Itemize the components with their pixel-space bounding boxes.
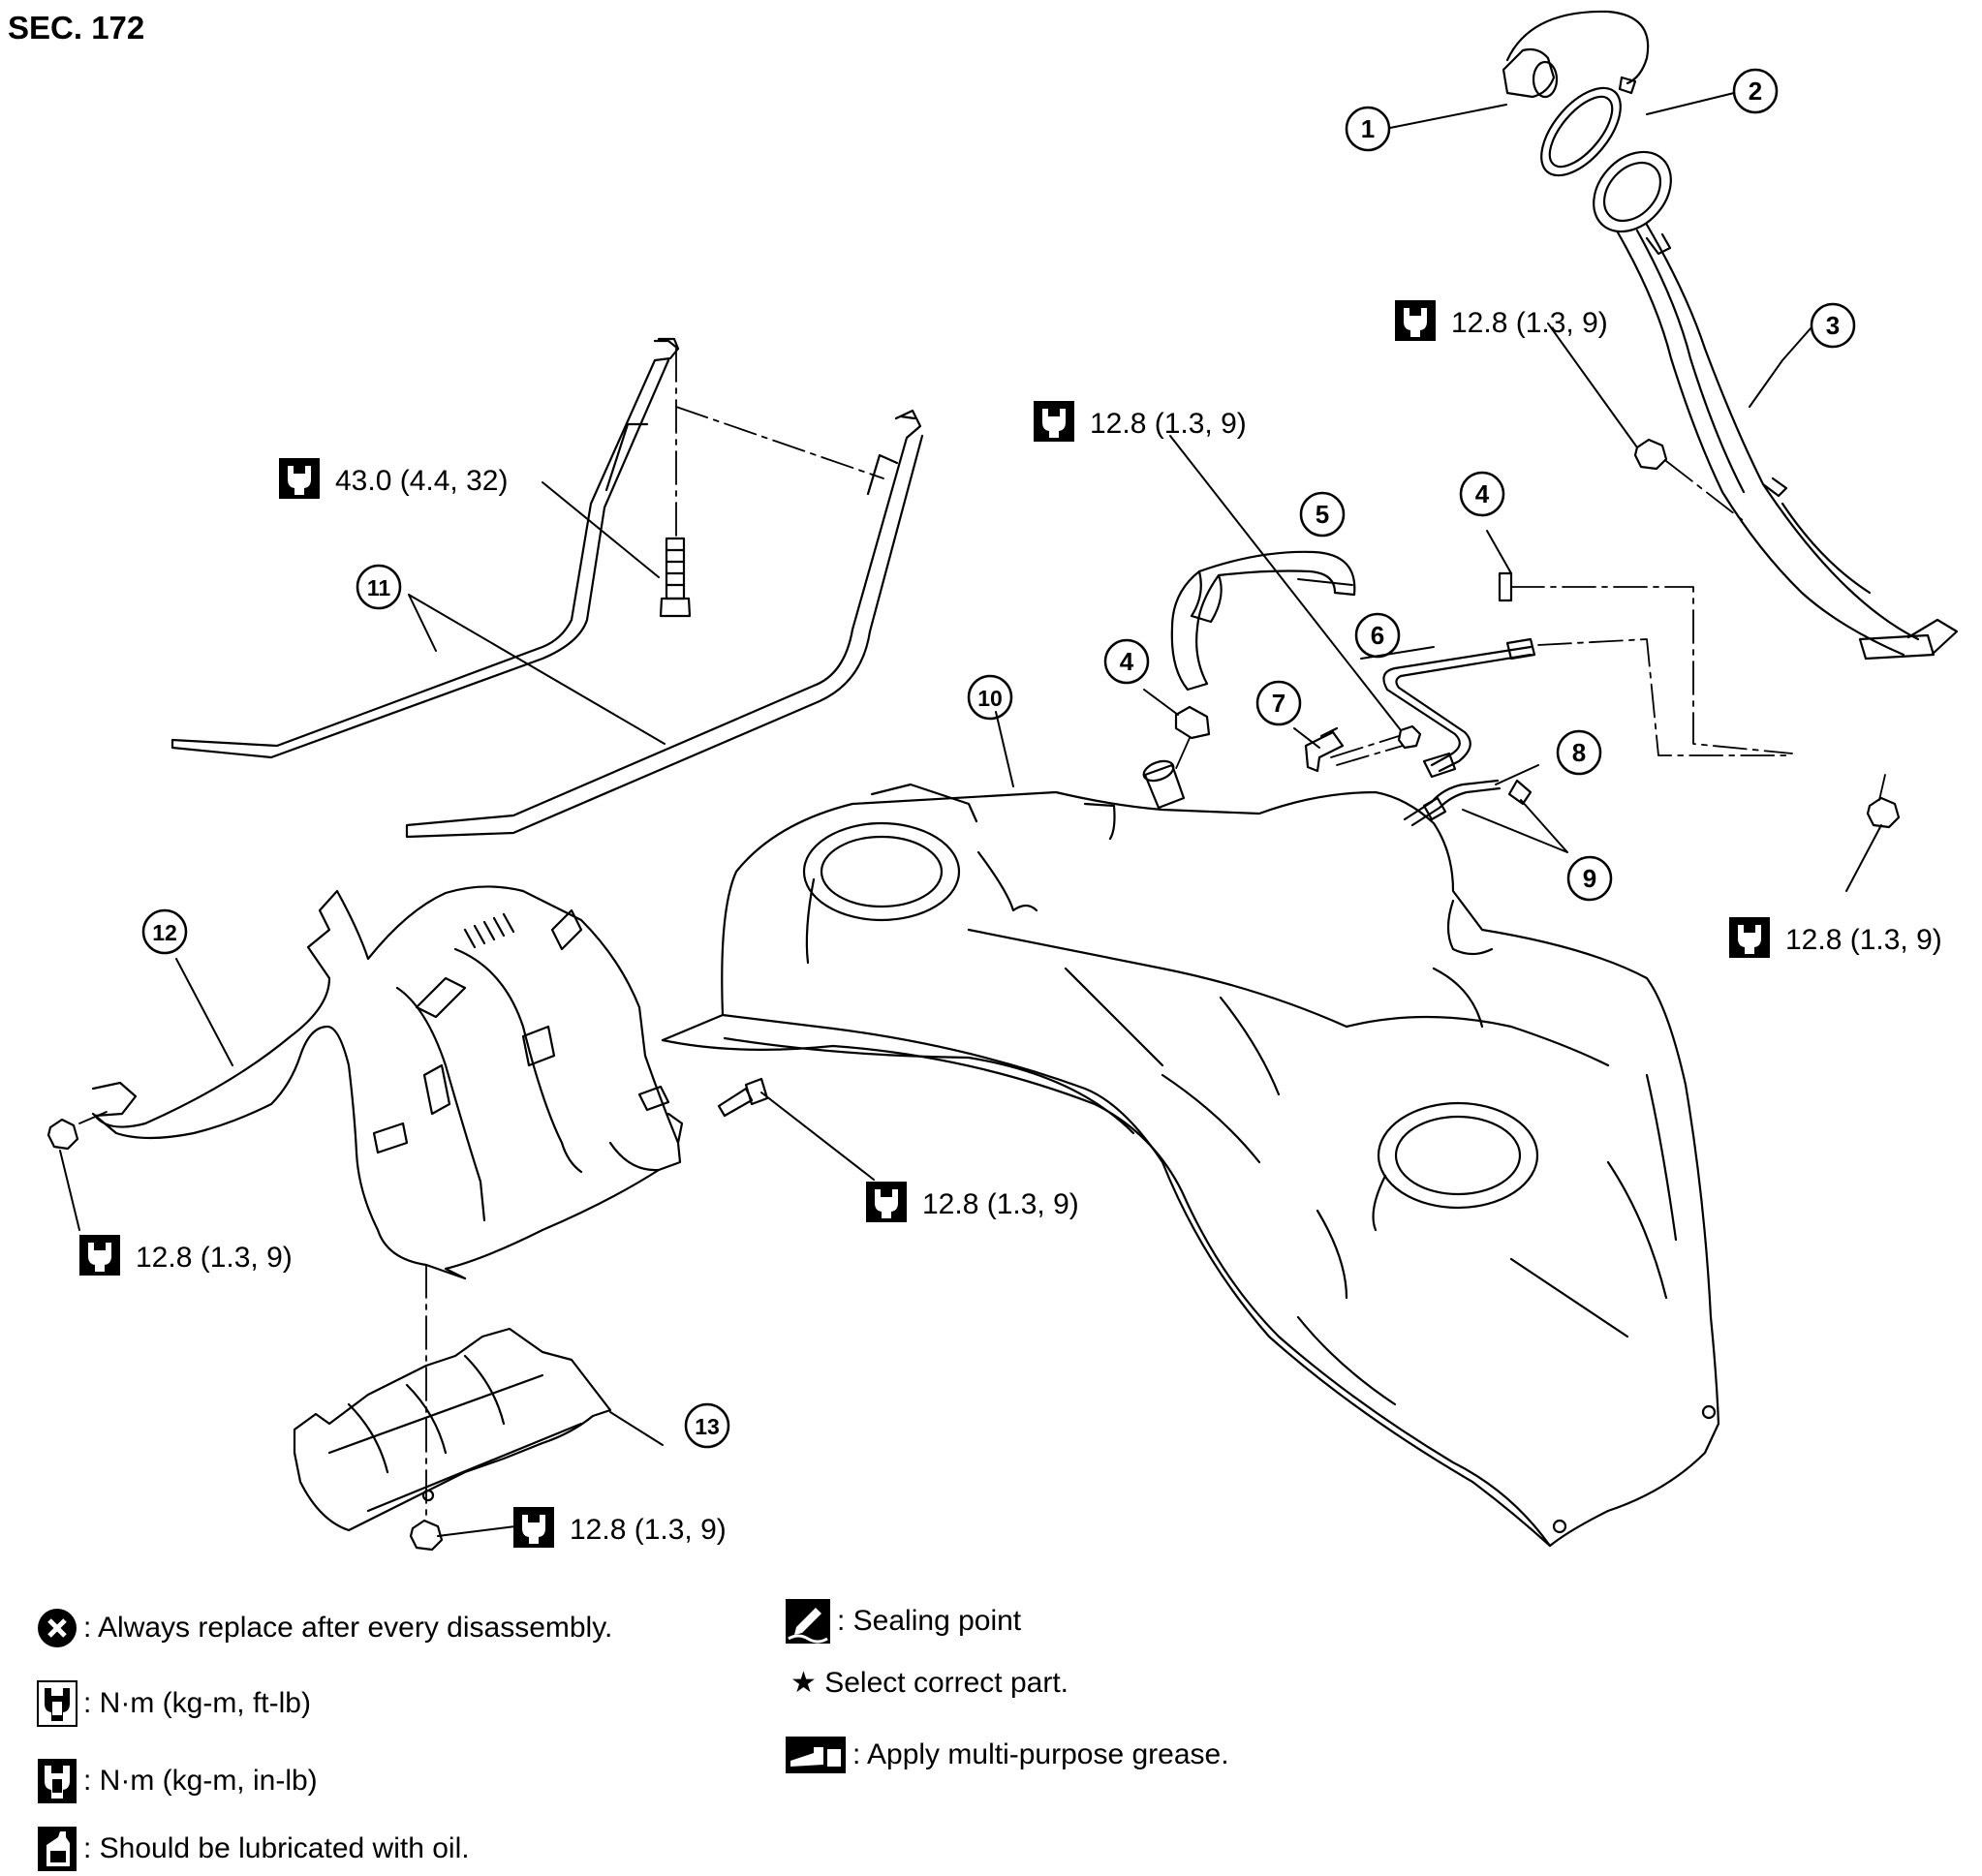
legend-replace-text: : Always replace after every disassembly…: [83, 1612, 613, 1644]
callout-10: 10: [977, 686, 1003, 711]
fuel-filler-tube: [1593, 150, 1959, 661]
torque-icon: [1729, 917, 1770, 958]
callout-4-lower: 4: [1120, 647, 1134, 676]
legend-select-text: ★ Select correct part.: [790, 1667, 1068, 1699]
torque-heat-insulator-bolt: 12.8 (1.3, 9): [922, 1188, 1079, 1220]
evap-tube: [1382, 637, 1536, 779]
heat-insulator-left-nut: [46, 1118, 79, 1151]
torque-band-bolt: 43.0 (4.4, 32): [335, 465, 508, 497]
callout-9: 9: [1583, 864, 1596, 893]
callout-4-upper: 4: [1475, 479, 1490, 508]
evap-hose: [1170, 550, 1356, 692]
torque-filler-tube-nut: 12.8 (1.3, 9): [1785, 924, 1942, 956]
protector-nut: [409, 1519, 444, 1552]
replace-icon: [38, 1609, 77, 1647]
legend-lubricate-text: : Should be lubricated with oil.: [83, 1832, 470, 1864]
legend-torque-inlb: : N·m (kg-m, in-lb): [37, 1758, 318, 1804]
torque-icon: [37, 1680, 77, 1727]
torque-icon: [79, 1235, 120, 1276]
callout-1: 1: [1361, 114, 1375, 143]
grease-icon: [786, 1737, 846, 1773]
torque-clip-bolt: 12.8 (1.3, 9): [1090, 408, 1247, 440]
legend-torque-ftlb: : N·m (kg-m, ft-lb): [37, 1680, 311, 1727]
legend-replace: : Always replace after every disassembly…: [37, 1608, 612, 1648]
torque-icon: [866, 1182, 907, 1222]
hose-clamp-lower: [1174, 705, 1211, 740]
fuel-filler-cap: [1502, 10, 1650, 99]
torque-icon: [279, 458, 320, 499]
clip-nut: [1397, 724, 1422, 750]
torque-protector-nut: 12.8 (1.3, 9): [570, 1514, 727, 1546]
torque-inlb-icon: [38, 1759, 77, 1803]
evap-tube-lower: [1403, 779, 1533, 827]
legend-torque-inlb-text: : N·m (kg-m, in-lb): [83, 1765, 318, 1797]
callout-12: 12: [152, 920, 177, 945]
callout-3: 3: [1826, 311, 1840, 340]
filler-tube-nut: [1866, 796, 1901, 829]
legend-lubricate: : Should be lubricated with oil.: [37, 1826, 470, 1872]
torque-heat-insulator-left-nut: 12.8 (1.3, 9): [136, 1242, 293, 1274]
callout-8: 8: [1572, 738, 1586, 767]
callout-6: 6: [1371, 621, 1384, 650]
sealing-icon: [786, 1599, 830, 1644]
fuel-tank-band-left: [170, 337, 680, 759]
filler-cap-gasket: [1540, 86, 1622, 177]
callout-11: 11: [367, 575, 391, 600]
tube-clip: [1304, 726, 1345, 773]
torque-icon: [1034, 401, 1074, 442]
torque-icon: [513, 1507, 554, 1548]
callout-7: 7: [1272, 689, 1285, 718]
oil-can-icon: [38, 1827, 77, 1871]
leader-lines: [59, 92, 1882, 1537]
callout-5: 5: [1316, 500, 1329, 529]
callout-2: 2: [1749, 77, 1762, 106]
heat-insulator-bolt: [717, 1077, 769, 1118]
callout-circles: [141, 68, 1856, 1449]
fuel-tank-band-right: [405, 409, 924, 839]
fuel-tank: [661, 759, 1720, 1548]
section-label: SEC. 172: [8, 10, 144, 46]
alignment-lines: [78, 348, 1886, 1522]
filler-cap-bolt: [1633, 438, 1668, 471]
callout-13: 13: [695, 1414, 720, 1439]
torque-filler-cap-bolt: 12.8 (1.3, 9): [1451, 307, 1608, 339]
legend-sealing-text: : Sealing point: [837, 1605, 1022, 1637]
legend-sealing: : Sealing point: [785, 1598, 1021, 1645]
legend-select: ★ Select correct part.: [790, 1666, 1068, 1700]
legend-grease: : Apply multi-purpose grease.: [785, 1736, 1229, 1774]
legend-torque-ftlb-text: : N·m (kg-m, ft-lb): [83, 1687, 311, 1719]
hose-clamp-upper: [1498, 571, 1513, 602]
heat-insulator: [91, 885, 684, 1280]
fuel-tank-protector: [293, 1327, 612, 1532]
torque-icon: [1395, 300, 1436, 341]
legend-grease-text: : Apply multi-purpose grease.: [852, 1738, 1229, 1770]
band-bolt: [659, 537, 692, 618]
